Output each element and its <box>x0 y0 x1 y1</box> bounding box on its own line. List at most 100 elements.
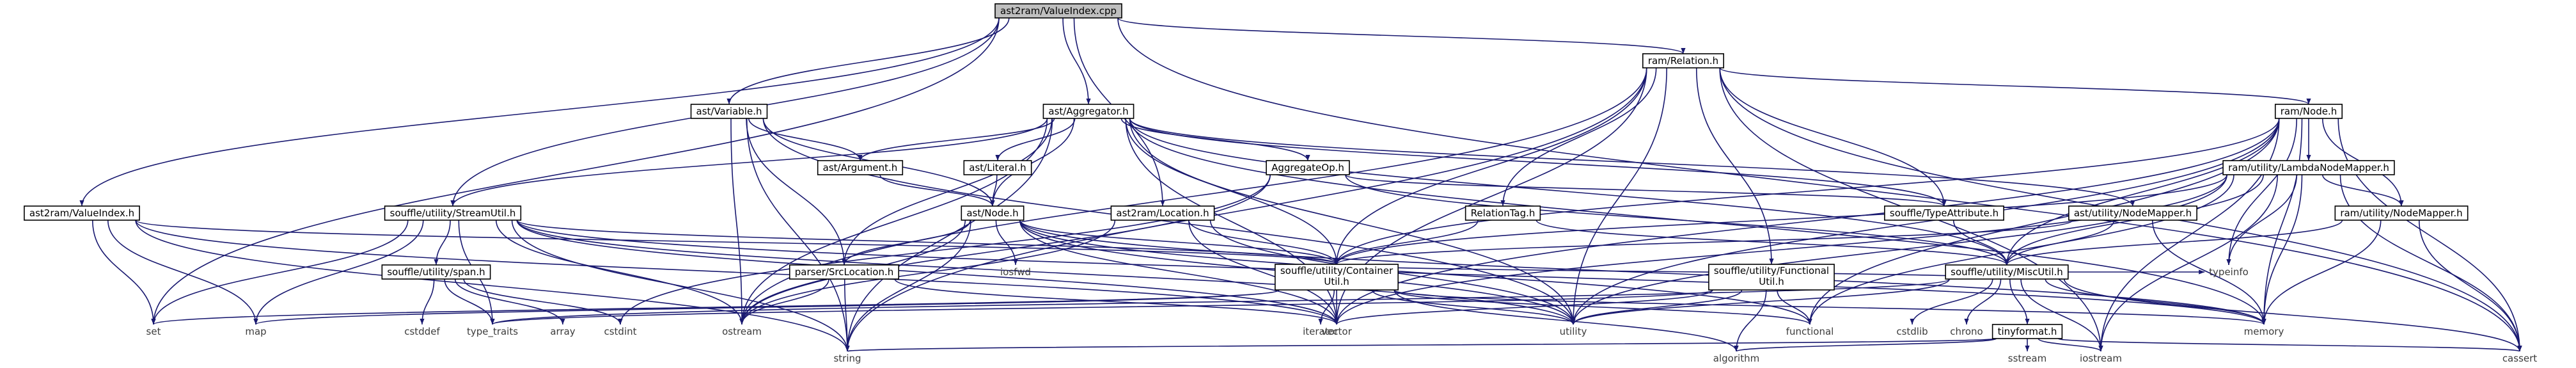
edge-container-h-to-set <box>151 289 1280 325</box>
graph-node-ostream: ostream <box>722 326 762 337</box>
graph-node-lambda-h[interactable]: ram/utility/LambdaNodeMapper.h <box>2222 160 2395 175</box>
edge-location-h-to-vector <box>1188 220 1339 325</box>
node-label: cassert <box>2502 353 2537 364</box>
node-label: Util.h <box>1324 276 1349 287</box>
edge-container-h-to-memory <box>1394 289 2266 325</box>
graph-node-astnodemapper-h[interactable]: ast/utility/NodeMapper.h <box>2068 205 2197 221</box>
edge-relation-h-to-functional-h <box>1695 67 1774 265</box>
edge-astnode-h-to-srclocation-h <box>842 220 971 266</box>
edge-misc-h-to-chrono <box>1964 278 2002 325</box>
edge-aggregateop-h-to-cstdint <box>618 174 1271 325</box>
edge-misc-h-to-tinyformat-h <box>2009 278 2030 325</box>
edge-functional-h-to-type-traits <box>491 289 1713 325</box>
node-box <box>1465 205 1541 221</box>
edge-relation-h-to-utility <box>1571 67 1667 325</box>
graph-node-variable-h[interactable]: ast/Variable.h <box>690 104 768 119</box>
edge-container-h-to-utility <box>1371 289 1576 325</box>
edge-lambda-h-to-typeinfo <box>2226 174 2298 266</box>
edge-span-h-to-cstddef <box>420 278 435 325</box>
graph-node-root[interactable]: ast2ram/ValueIndex.cpp <box>994 3 1122 19</box>
node-label: ast/Variable.h <box>696 106 762 117</box>
graph-node-relation-h[interactable]: ram/Relation.h <box>1642 53 1724 68</box>
edge-streamutil-h-to-map <box>253 220 424 325</box>
node-box <box>2068 205 2197 221</box>
edge-aggregateop-h-to-ostream <box>739 174 1271 325</box>
graph-node-ramnode-h[interactable]: ram/Node.h <box>2274 104 2343 119</box>
node-box <box>817 160 904 175</box>
edge-astnode-h-to-iosfwd <box>995 220 1018 266</box>
edge-functional-h-to-utility <box>1571 289 1743 325</box>
edge-root-to-relation-h <box>1117 17 1686 54</box>
graph-node-vector: vector <box>1321 326 1352 337</box>
graph-node-valueindex-h[interactable]: ast2ram/ValueIndex.h <box>24 205 140 221</box>
edge-relation-h-to-ostream <box>739 67 1647 325</box>
edge-ramnodemapper-h-to-cassert <box>2418 220 2522 352</box>
graph-node-typeinfo: typeinfo <box>2209 266 2249 278</box>
node-label: ram/Node.h <box>2281 106 2337 117</box>
node-label: cstdlib <box>1896 326 1928 337</box>
edge-location-h-to-container-h <box>1188 220 1339 265</box>
graph-node-argument-h[interactable]: ast/Argument.h <box>817 160 904 175</box>
graph-node-relationtag-h[interactable]: RelationTag.h <box>1465 205 1541 221</box>
graph-node-span-h[interactable]: souffle/utility/span.h <box>381 264 491 280</box>
edge-tinyformat-h-to-algorithm <box>1734 338 1997 352</box>
edge-aggregator-h-to-literal-h <box>995 118 1076 161</box>
graph-node-cassert: cassert <box>2502 353 2537 364</box>
graph-node-typeattr-h[interactable]: souffle/TypeAttribute.h <box>1884 205 2004 221</box>
edge-relation-h-to-relationtag-h <box>1500 67 1657 207</box>
graph-node-streamutil-h[interactable]: souffle/utility/StreamUtil.h <box>384 205 522 221</box>
edge-lambda-h-to-iostream <box>2098 174 2279 352</box>
edge-aggregator-h-to-aggregateop-h <box>1120 118 1310 161</box>
graph-node-location-h[interactable]: ast2ram/Location.h <box>1110 205 1215 221</box>
edge-streamutil-h-to-span-h <box>434 220 451 266</box>
edge-ramnode-h-to-functional <box>1807 118 2280 325</box>
edge-srclocation-h-to-string <box>844 278 850 352</box>
node-label: souffle/utility/Functional <box>1714 265 1829 276</box>
graph-node-iosfwd: iosfwd <box>1000 266 1031 278</box>
edge-lambda-h-to-utility <box>1571 174 2227 325</box>
node-box <box>1991 324 2063 339</box>
edge-aggregator-h-to-misc-h <box>1129 118 2009 266</box>
edge-astnodemapper-h-to-container-h <box>1334 220 2073 265</box>
graph-node-aggregateop-h[interactable]: AggregateOp.h <box>1266 160 1350 175</box>
graph-node-aggregator-h[interactable]: ast/Aggregator.h <box>1042 104 1135 119</box>
edge-aggregateop-h-to-misc-h <box>1345 174 2009 266</box>
edge-relation-h-to-string <box>845 67 1647 352</box>
edge-relation-h-to-container-h <box>1334 67 1647 265</box>
edge-srclocation-h-to-ostream <box>739 278 829 325</box>
edge-valueindex-h-to-map <box>107 220 258 325</box>
node-box <box>789 264 900 280</box>
graph-node-astnode-h[interactable]: ast/Node.h <box>961 205 1025 221</box>
node-box <box>2222 160 2395 175</box>
edge-misc-h-to-memory <box>2045 278 2266 325</box>
graph-node-algorithm: algorithm <box>1713 353 1759 364</box>
graph-node-ramnodemapper-h[interactable]: ram/utility/NodeMapper.h <box>2334 205 2469 221</box>
node-label: RelationTag.h <box>1471 207 1535 219</box>
node-box <box>994 3 1122 19</box>
edge-astnode-h-to-vector <box>1019 220 1339 325</box>
node-box <box>1708 264 1835 291</box>
edge-streamutil-h-to-set <box>151 220 409 325</box>
graph-node-literal-h[interactable]: ast/Literal.h <box>963 160 1032 175</box>
edge-lambda-h-to-container-h <box>1334 174 2227 265</box>
edge-functional-h-to-algorithm <box>1734 289 1767 352</box>
node-box <box>381 264 491 280</box>
node-label: ast/Aggregator.h <box>1048 106 1128 117</box>
graph-node-iostream: iostream <box>2080 353 2122 364</box>
edge-lambda-h-to-vector <box>1334 174 2227 325</box>
node-label: parser/SrcLocation.h <box>795 266 893 278</box>
edge-relation-h-to-typeattr-h <box>1719 67 1947 207</box>
edge-container-h-to-functional <box>1394 289 1812 325</box>
edge-aggregator-h-to-argument-h <box>858 118 1055 161</box>
graph-node-srclocation-h[interactable]: parser/SrcLocation.h <box>789 264 900 280</box>
edge-root-to-valueindex-h <box>79 17 1000 207</box>
graph-node-misc-h[interactable]: souffle/utility/MiscUtil.h <box>1945 264 2069 280</box>
edge-aggregator-h-to-streamutil-h <box>450 118 1048 207</box>
edge-ramnode-h-to-misc-h <box>2004 118 2280 266</box>
edge-aggregator-h-to-ostream <box>739 118 1048 325</box>
edge-ramnode-h-to-utility <box>1571 118 2280 325</box>
graph-node-tinyformat-h[interactable]: tinyformat.h <box>1991 324 2063 339</box>
edge-streamutil-h-to-ostream <box>496 220 744 325</box>
